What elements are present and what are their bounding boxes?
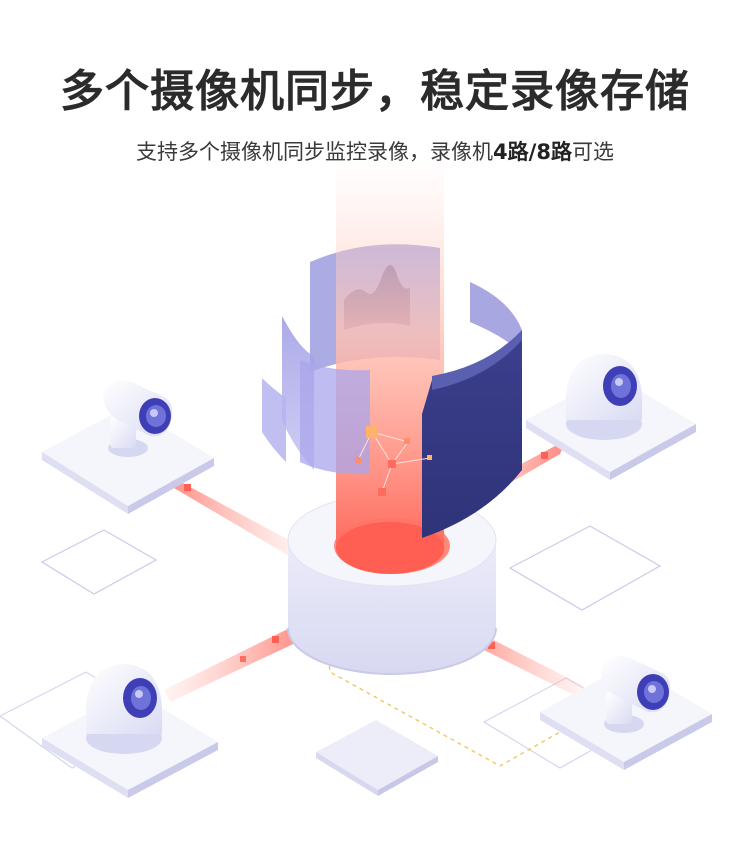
subtitle-suffix: 可选 [571, 140, 614, 164]
channel-option-8: 8路 [536, 140, 572, 164]
network-node-icon [355, 426, 432, 496]
floor-tile-right [508, 525, 662, 611]
bullet-camera-icon [601, 656, 671, 733]
channel-option-4: 4路 [493, 140, 529, 164]
page-title-text: 多个摄像机同步，稳定录像存储 [60, 66, 690, 117]
page-subtitle: 支持多个摄像机同步监控录像，录像机4路/8路可选 [0, 134, 750, 170]
camera-platform-top-right [526, 354, 696, 480]
bullet-camera-icon [103, 380, 173, 457]
page-title: 多个摄像机同步，稳定录像存储 [0, 62, 750, 122]
dome-camera-icon [566, 354, 642, 440]
camera-platform-bottom-left [42, 664, 218, 798]
dome-camera-icon [86, 664, 162, 754]
signal-link-bottom-left [164, 622, 306, 702]
floor-slab-center [316, 720, 438, 796]
channel-separator: / [528, 140, 537, 164]
floor-tile-left [40, 529, 158, 595]
camera-platform-bottom-right [540, 656, 712, 770]
camera-platform-top-left [42, 380, 214, 514]
signal-link-top-left [166, 474, 300, 560]
data-ring-front [262, 316, 522, 538]
